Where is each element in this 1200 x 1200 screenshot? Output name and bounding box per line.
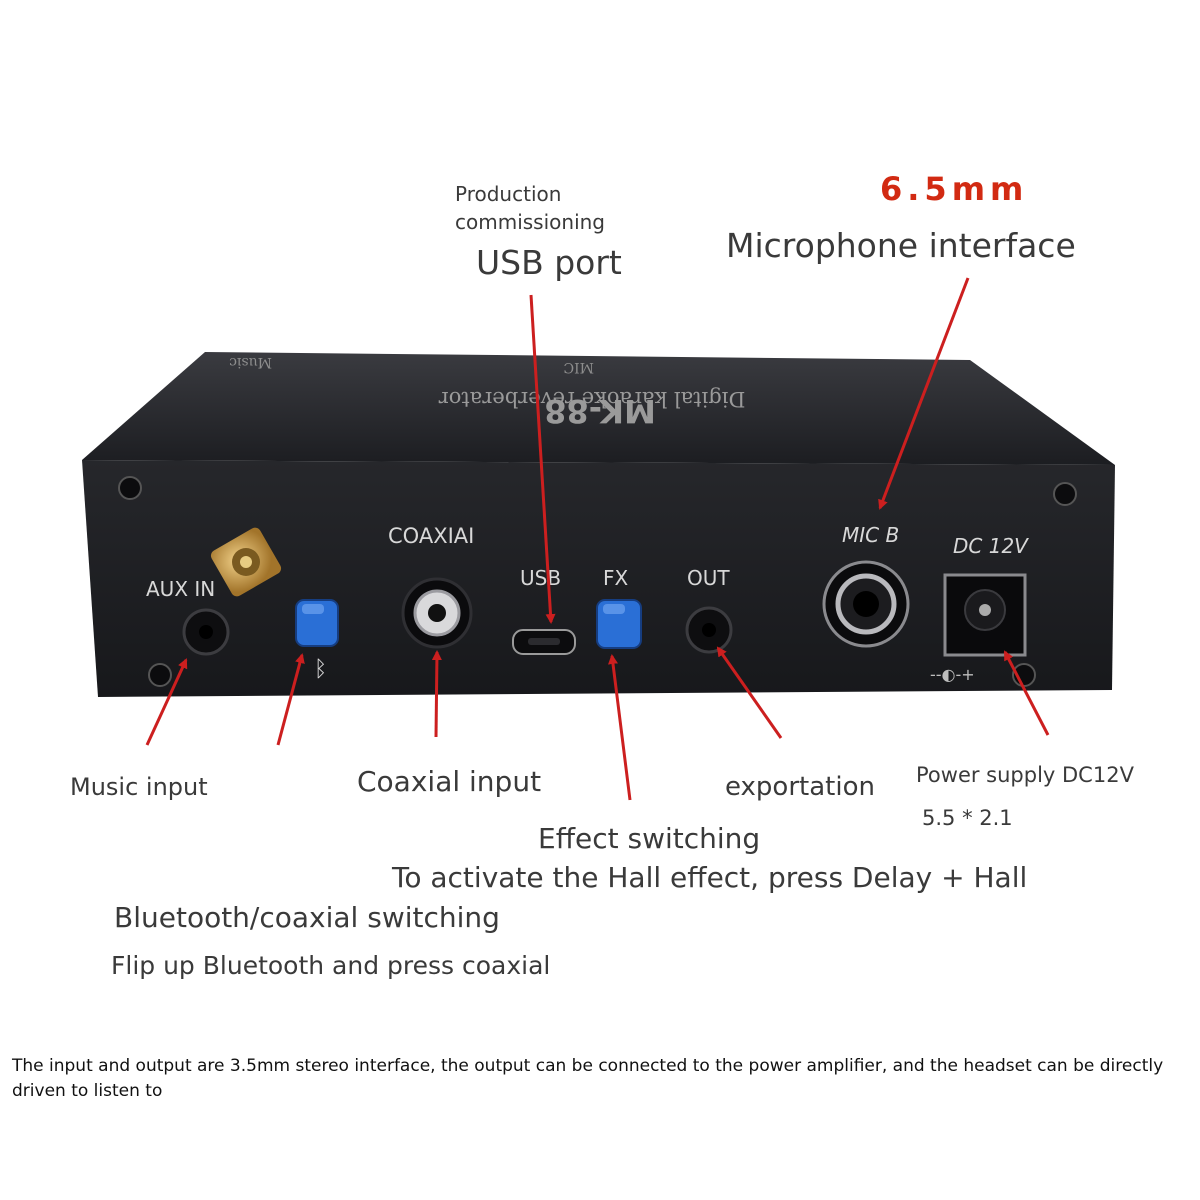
coaxial-input-callout: Coaxial input [357,765,542,798]
arrow-mic [878,277,970,510]
usb-port-callout: USB port [476,243,622,282]
coaxial-label: COAXIAI [388,524,474,548]
arrow-music-input [145,658,188,746]
exportation-callout: exportation [725,772,875,802]
bt-coax-switching-callout: Bluetooth/coaxial switching [114,901,500,934]
bluetooth-button[interactable] [295,599,339,647]
arrow-out [716,646,783,739]
top-subtitle: Digital karaoke reverberator [438,387,746,411]
dc-12v-label: DC 12V [953,534,1029,558]
bt-flip-callout: Flip up Bluetooth and press coaxial [111,951,551,980]
footnote: The input and output are 3.5mm stereo in… [12,1056,1164,1101]
music-input-callout: Music input [70,773,208,801]
usb-label: USB [520,566,561,590]
screw-icon [118,476,142,500]
aux-in-jack[interactable] [182,608,230,656]
screw-icon [1053,482,1077,506]
usb-note-line-1: Production [455,182,562,206]
hall-effect-callout: To activate the Hall effect, press Delay… [392,861,1028,894]
antenna-connector [210,527,282,597]
fx-label: FX [603,566,629,590]
top-mic-label: MIC [563,359,594,375]
usb-port[interactable] [512,629,576,655]
top-music-label: Music [229,354,272,370]
bluetooth-icon: ᛒ [314,657,327,682]
arrow-bluetooth [276,653,305,746]
arrow-coaxial [431,650,442,738]
usb-note-line-2: commissioning [455,210,605,234]
top-model: MK-88 [544,392,656,430]
mic-interface-callout: Microphone interface [726,226,1076,265]
screw-icon [148,663,172,687]
effect-switching-callout: Effect switching [538,822,761,855]
dc-12v-jack[interactable] [943,573,1027,657]
aux-in-label: AUX IN [146,577,215,601]
mic-size-callout: 6.5mm [880,170,1029,208]
fx-button[interactable] [596,599,642,649]
arrow-usb [529,294,556,624]
out-jack[interactable] [685,606,733,654]
arrow-fx [608,654,632,801]
mic-b-label: MIC B [842,523,899,547]
out-label: OUT [687,566,730,590]
device-top-surface [82,352,1115,465]
arrow-power [1003,650,1050,736]
polarity-label: --◐-+ [930,665,975,684]
power-supply-callout: Power supply DC12V [916,763,1134,787]
power-size-callout: 5.5 * 2.1 [922,806,1013,830]
coaxial-jack[interactable] [401,577,473,649]
mic-b-jack[interactable] [822,560,910,648]
